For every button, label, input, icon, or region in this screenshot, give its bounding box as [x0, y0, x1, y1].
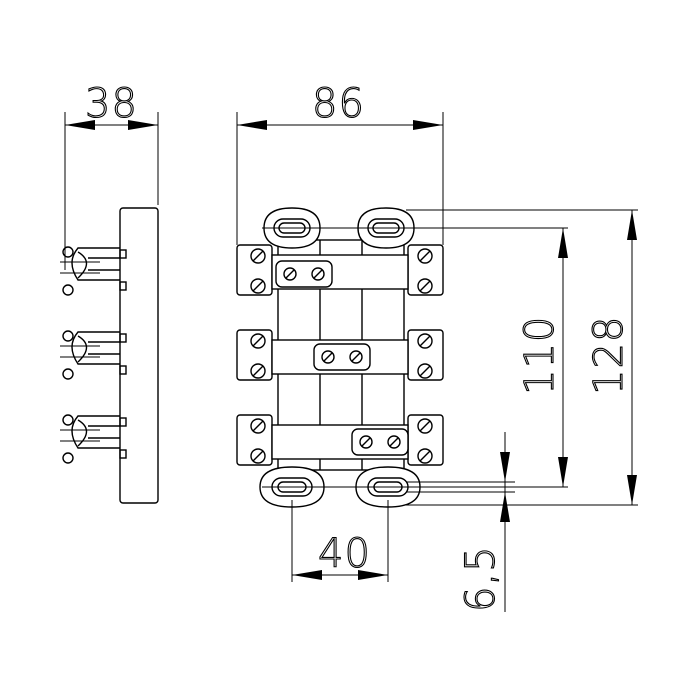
side-terminal-3 [60, 414, 127, 464]
terminal-row-3 [236, 414, 444, 466]
terminal-row-1 [236, 244, 444, 296]
dim-6-5-label: 6,5 [458, 545, 504, 612]
side-view: 38 [60, 80, 159, 504]
dim-128-label: 128 [586, 316, 632, 395]
dim-110-label: 110 [517, 316, 563, 395]
side-terminal-1 [60, 246, 127, 296]
dim-38-label: 38 [85, 81, 138, 127]
front-view: 86 [236, 80, 638, 613]
dim-86-label: 86 [312, 81, 365, 127]
dim-40-label: 40 [318, 531, 371, 577]
side-terminal-2 [60, 330, 127, 380]
terminal-row-2 [236, 329, 444, 381]
